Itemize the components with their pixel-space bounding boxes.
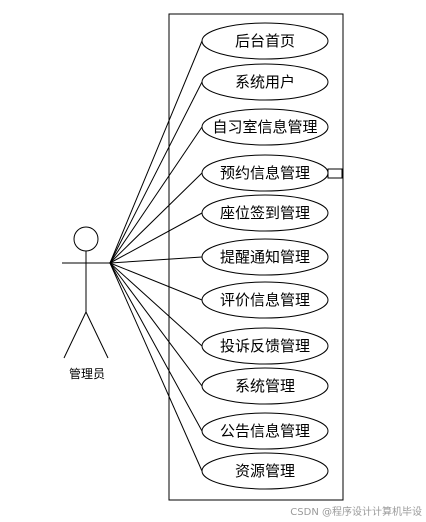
association-line	[109, 40, 203, 264]
use-case-ellipse	[201, 238, 329, 276]
use-case: 公告信息管理	[201, 412, 329, 450]
use-case-ellipse	[201, 108, 329, 146]
use-case-ellipse	[201, 22, 329, 60]
use-case-label: 投诉反馈管理	[220, 337, 310, 355]
extension-box	[327, 168, 343, 179]
use-case: 资源管理	[201, 452, 329, 490]
association-line	[109, 262, 203, 387]
use-case-label: 公告信息管理	[220, 422, 310, 440]
use-case-ellipse	[201, 327, 329, 365]
actor-head	[73, 226, 99, 252]
use-case: 提醒通知管理	[201, 238, 329, 276]
actor-label: 管理员	[69, 366, 105, 381]
system-boundary	[168, 13, 344, 501]
association-lines	[109, 40, 203, 472]
actor-figure	[62, 226, 110, 359]
use-cases: 后台首页系统用户自习室信息管理预约信息管理座位签到管理提醒通知管理评价信息管理投…	[201, 22, 329, 490]
use-case-label: 评价信息管理	[220, 291, 310, 309]
use-case-ellipse	[201, 194, 329, 232]
association-line	[109, 262, 203, 301]
use-case-label: 后台首页	[235, 32, 295, 50]
actor-right-leg	[85, 311, 109, 359]
use-case-ellipse	[201, 63, 329, 101]
use-case-ellipse	[201, 367, 329, 405]
use-case-label: 座位签到管理	[220, 204, 310, 222]
actor-left-leg	[63, 311, 87, 359]
use-case-ellipse	[201, 452, 329, 490]
use-case-ellipse	[201, 412, 329, 450]
watermark: CSDN @程序设计计算机毕设	[290, 507, 422, 518]
association-line	[109, 172, 203, 264]
use-case: 投诉反馈管理	[201, 327, 329, 365]
association-line	[109, 256, 203, 264]
association-line	[109, 262, 203, 472]
use-case: 自习室信息管理	[201, 108, 329, 146]
use-case-label: 系统用户	[235, 73, 295, 91]
use-case-label: 预约信息管理	[220, 164, 310, 182]
use-case: 系统用户	[201, 63, 329, 101]
use-case: 系统管理	[201, 367, 329, 405]
association-line	[109, 212, 203, 264]
use-case-label: 系统管理	[235, 377, 295, 395]
use-case: 评价信息管理	[201, 281, 329, 319]
use-case: 后台首页	[201, 22, 329, 60]
association-line	[109, 262, 203, 432]
use-case: 预约信息管理	[201, 154, 329, 192]
association-line	[109, 262, 203, 347]
use-case-label: 资源管理	[235, 462, 295, 480]
use-case-label: 提醒通知管理	[220, 248, 310, 266]
use-case-label: 自习室信息管理	[212, 118, 317, 136]
use-case: 座位签到管理	[201, 194, 329, 232]
association-line	[109, 81, 203, 264]
use-case-ellipse	[201, 281, 329, 319]
association-line	[109, 126, 203, 264]
